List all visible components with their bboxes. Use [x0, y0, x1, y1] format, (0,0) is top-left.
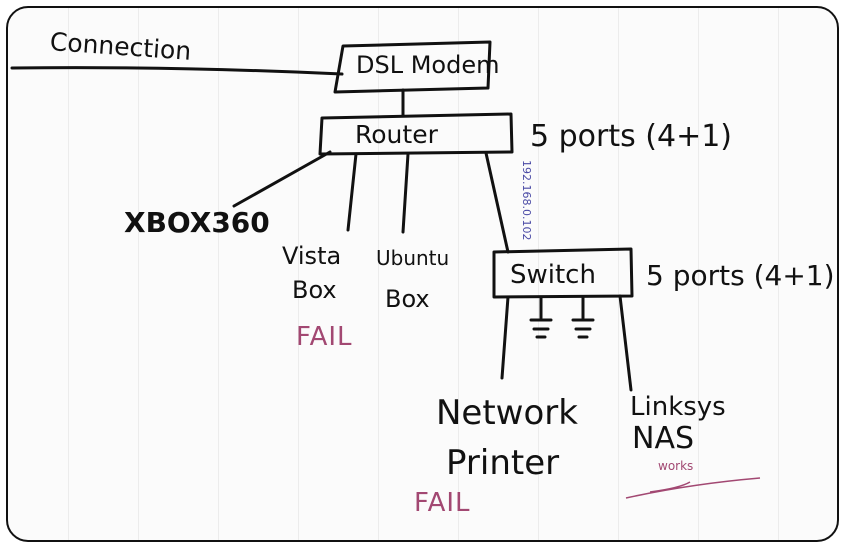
switch-printer-link	[500, 295, 510, 380]
switch-ports-label: 5 ports (4+1)	[646, 259, 835, 292]
paper-rule	[68, 8, 69, 540]
connection-line	[10, 66, 344, 76]
switch-nas-link	[618, 294, 633, 392]
vista-status: FAIL	[296, 322, 353, 352]
paper-rule	[698, 8, 699, 540]
switch-label: Switch	[510, 260, 596, 290]
whiteboard-frame	[6, 6, 839, 542]
paper-rule	[618, 8, 619, 540]
paper-rule	[138, 8, 139, 540]
nas-status: works	[658, 459, 694, 473]
ubuntu-box-label-line1: Ubuntu	[376, 246, 450, 270]
router-ubuntu-link	[401, 152, 410, 234]
ground-symbol	[529, 296, 553, 339]
printer-label-line2: Printer	[446, 443, 560, 483]
router-xbox-link	[232, 150, 332, 208]
paper-rule	[218, 8, 219, 540]
vista-box-label-line1: Vista	[282, 242, 342, 270]
ubuntu-box-label-line2: Box	[385, 285, 430, 313]
nas-label-line1: Linksys	[630, 392, 726, 422]
xbox-label: XBOX360	[124, 206, 270, 239]
paper-rule	[378, 8, 379, 540]
switch-box	[492, 247, 634, 299]
router-box	[318, 112, 514, 156]
paper-rule	[778, 8, 779, 540]
router-label: Router	[355, 120, 438, 149]
router-ports-label: 5 ports (4+1)	[530, 119, 733, 154]
router-switch-link	[484, 151, 510, 254]
router-ip-label: 192.168.0.102	[520, 160, 533, 241]
paper-rule	[458, 8, 459, 540]
dsl-modem-label: DSL Modem	[356, 51, 500, 79]
vista-box-label-line2: Box	[292, 276, 337, 304]
router-vista-link	[346, 152, 358, 232]
printer-label-line1: Network	[436, 393, 578, 433]
paper-rule	[538, 8, 539, 540]
dsl-modem-box	[333, 40, 492, 94]
printer-status: FAIL	[414, 488, 471, 518]
nas-label-line2: NAS	[632, 421, 695, 456]
works-underline	[625, 477, 761, 499]
ground-symbol	[571, 296, 595, 339]
paper-rule	[298, 8, 299, 540]
